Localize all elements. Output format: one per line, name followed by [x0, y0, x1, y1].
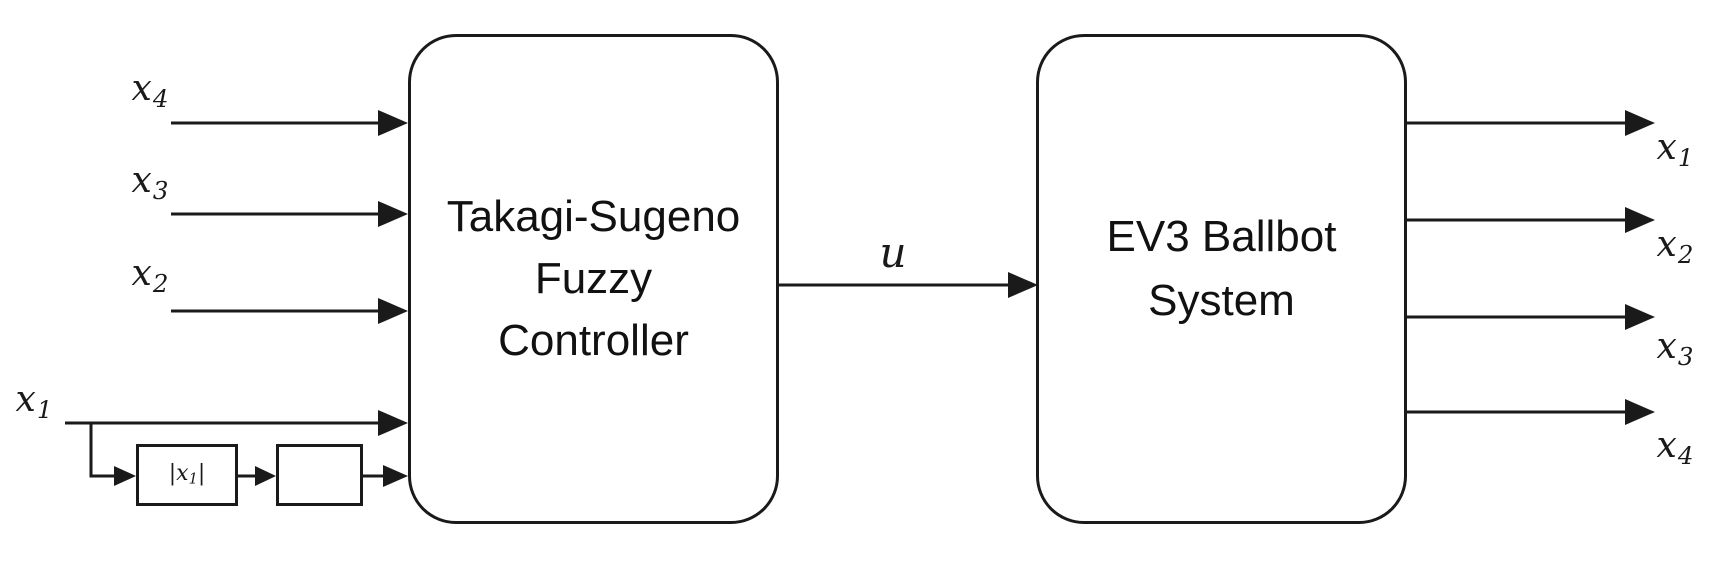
arrowhead-branch-to-abs [114, 466, 136, 486]
arrowhead-input-x4 [378, 110, 408, 136]
plant-label-line2: System [1148, 276, 1295, 325]
input-label-x4: x4 [131, 67, 169, 113]
controller-label-line3: Controller [498, 316, 689, 365]
controller-label: Takagi-Sugeno Fuzzy Controller [447, 186, 741, 372]
arrowhead-output-x3 [1625, 304, 1655, 330]
input-label-x2: x2 [131, 252, 169, 298]
controller-label-line2: Fuzzy [534, 254, 653, 303]
arrowhead-input-x1 [378, 410, 408, 436]
plant-label: EV3 Ballbot System [1107, 205, 1337, 333]
absolute-value-block: |x1| [136, 444, 238, 506]
wire-x1-branch [89, 423, 114, 478]
arrowhead-abs-to-sat [255, 466, 276, 486]
saturation-block [276, 444, 363, 506]
input-label-x1: x1 [15, 378, 53, 424]
arrowhead-input-x3 [378, 201, 408, 227]
absolute-value-label: |x1| [168, 460, 206, 488]
arrowhead-u-signal [1008, 272, 1038, 298]
output-label-x4: x4 [1656, 424, 1694, 470]
takagi-sugeno-fuzzy-controller-block: Takagi-Sugeno Fuzzy Controller [408, 34, 779, 524]
arrowhead-output-x4 [1625, 399, 1655, 425]
input-label-x3: x3 [131, 159, 169, 205]
arrowhead-output-x1 [1625, 110, 1655, 136]
ev3-ballbot-system-block: EV3 Ballbot System [1036, 34, 1407, 524]
output-label-x3: x3 [1656, 325, 1694, 371]
output-label-x1: x1 [1656, 126, 1694, 172]
arrowhead-output-x2 [1625, 207, 1655, 233]
controller-label-line1: Takagi-Sugeno [446, 192, 741, 241]
arrowhead-input-x2 [378, 298, 408, 324]
u-signal-label: u [879, 228, 907, 277]
output-label-x2: x2 [1656, 223, 1694, 269]
arrowhead-sat-to-controller [383, 465, 408, 487]
plant-label-line1: EV3 Ballbot [1106, 212, 1337, 261]
